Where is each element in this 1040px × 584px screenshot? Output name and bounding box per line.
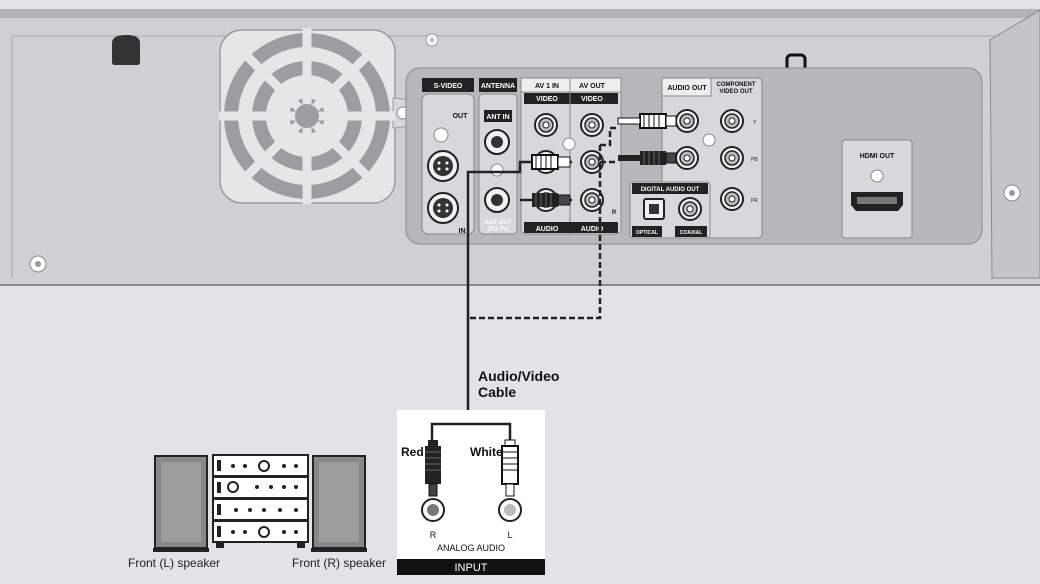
digital-audio-out-label: DIGITAL AUDIO OUT	[641, 187, 700, 193]
r-marker: R	[612, 210, 617, 216]
power-socket-icon	[112, 35, 140, 65]
ant-out-jack	[484, 187, 510, 213]
hdmi-section: HDMI OUT	[841, 139, 913, 239]
white-plug-icon	[617, 113, 677, 129]
audio-out-r-jack	[675, 146, 699, 170]
svideo-label: S-VIDEO	[434, 83, 463, 90]
antenna-label: ANTENNA	[481, 83, 515, 90]
input-r-jack	[421, 498, 445, 522]
hdmi-out-label: HDMI OUT	[860, 153, 895, 160]
cable-label-line1: Audio/Video	[478, 368, 560, 384]
av1-in-label: AV 1 IN	[535, 83, 559, 90]
video-in-label: VIDEO	[536, 96, 558, 103]
screw-icon	[1003, 184, 1021, 202]
l-label: L	[507, 530, 512, 540]
av-out-video-jack	[580, 113, 604, 137]
cable-label-line2: Cable	[478, 384, 517, 400]
red-plug-icon	[618, 151, 677, 165]
red-plug-icon	[532, 193, 571, 207]
ant-in-jack	[484, 129, 510, 155]
component-y-jack	[720, 109, 744, 133]
fan-icon	[219, 28, 417, 204]
white-plug-icon	[501, 439, 519, 497]
front-left-speaker-label: Front (L) speaker	[128, 556, 221, 570]
ant-out-label: ANT OUT	[485, 220, 512, 226]
av-out-label: AV OUT	[579, 83, 606, 90]
input-label: INPUT	[455, 562, 488, 574]
audio-in-label: AUDIO	[536, 226, 559, 233]
svideo-out-jack	[427, 150, 459, 182]
audio-out-label: AUDIO OUT	[667, 85, 707, 92]
pr-marker: PR	[751, 198, 758, 204]
red-label: Red	[401, 445, 424, 459]
coaxial-jack	[678, 197, 702, 221]
screw-icon	[29, 255, 47, 273]
white-label: White	[470, 445, 503, 459]
svideo-in-jack	[427, 192, 459, 224]
ant-in-label: ANT IN	[486, 114, 509, 121]
stereo-system-icon	[153, 454, 367, 552]
component-pb-jack	[720, 146, 744, 170]
svideo-section: S-VIDEO OUT IN	[421, 78, 475, 235]
front-right-speaker-label: Front (R) speaker	[292, 556, 387, 570]
audio-out-l-jack	[675, 109, 699, 133]
audio-out-av-label: AUDIO	[581, 226, 604, 233]
coaxial-label: COAXIAL	[680, 230, 703, 236]
white-plug-icon	[531, 154, 571, 170]
input-l-jack	[498, 498, 522, 522]
screw-icon	[425, 33, 439, 47]
receiver-input-panel: Red White R L ANALOG AUDIO INPUT	[397, 410, 545, 575]
y-marker: Y	[753, 120, 757, 126]
component-label: COMPONENT	[717, 82, 756, 88]
video-out-label: VIDEO	[581, 96, 603, 103]
red-plug-icon	[425, 440, 441, 497]
svideo-in-label: IN	[459, 228, 466, 235]
av1-video-jack	[534, 113, 558, 137]
video-out-component-label: VIDEO OUT	[719, 89, 752, 95]
component-pr-jack	[720, 187, 744, 211]
r-label: R	[430, 530, 437, 540]
svideo-out-label: OUT	[453, 113, 469, 120]
antenna-section: ANTENNA ANT IN ANT OUT (TO TV)	[478, 78, 518, 235]
pb-marker: PB	[751, 157, 758, 163]
to-tv-label: (TO TV)	[487, 227, 509, 233]
optical-label: OPTICAL	[636, 230, 658, 236]
audio-out-section: AUDIO OUT COMPONENT VIDEO OUT Y PB PR DI…	[629, 77, 763, 239]
analog-audio-label: ANALOG AUDIO	[437, 543, 505, 553]
